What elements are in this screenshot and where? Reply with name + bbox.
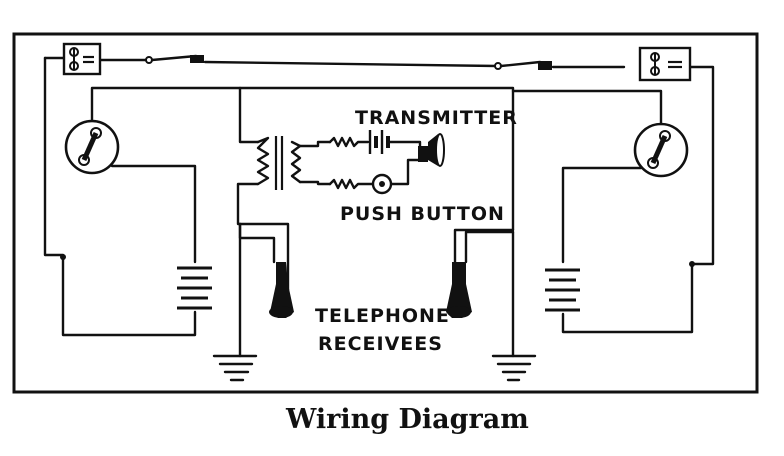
terminal-block-left-icon [62, 42, 102, 76]
induction-coil-icon [236, 86, 332, 292]
ground-right-icon [491, 230, 537, 382]
label-receivers: RECEIVEES [318, 333, 443, 355]
receiver-right-icon [446, 228, 515, 318]
label-transmitter: TRANSMITTER [355, 107, 518, 129]
line-switch-right-icon [494, 60, 552, 70]
receiver-left-icon [238, 222, 294, 318]
label-push-button: PUSH BUTTON [340, 203, 505, 225]
push-button-icon [371, 173, 393, 195]
bell-right-icon [633, 122, 689, 178]
label-telephone: TELEPHONE [315, 305, 450, 327]
left-station-wiring [60, 86, 515, 337]
battery-left-icon [177, 266, 212, 310]
diagram-caption: Wiring Diagram [285, 404, 529, 435]
terminal-block-right-icon [638, 46, 692, 82]
bell-left-icon [64, 119, 120, 175]
transmitter-icon [418, 133, 445, 167]
right-station-wiring [511, 89, 695, 334]
line-switch-left-icon [145, 54, 204, 64]
battery-right-icon [545, 268, 580, 312]
ground-left-icon [212, 222, 258, 382]
diagram-border [12, 32, 759, 394]
line-wire-top [43, 56, 715, 266]
